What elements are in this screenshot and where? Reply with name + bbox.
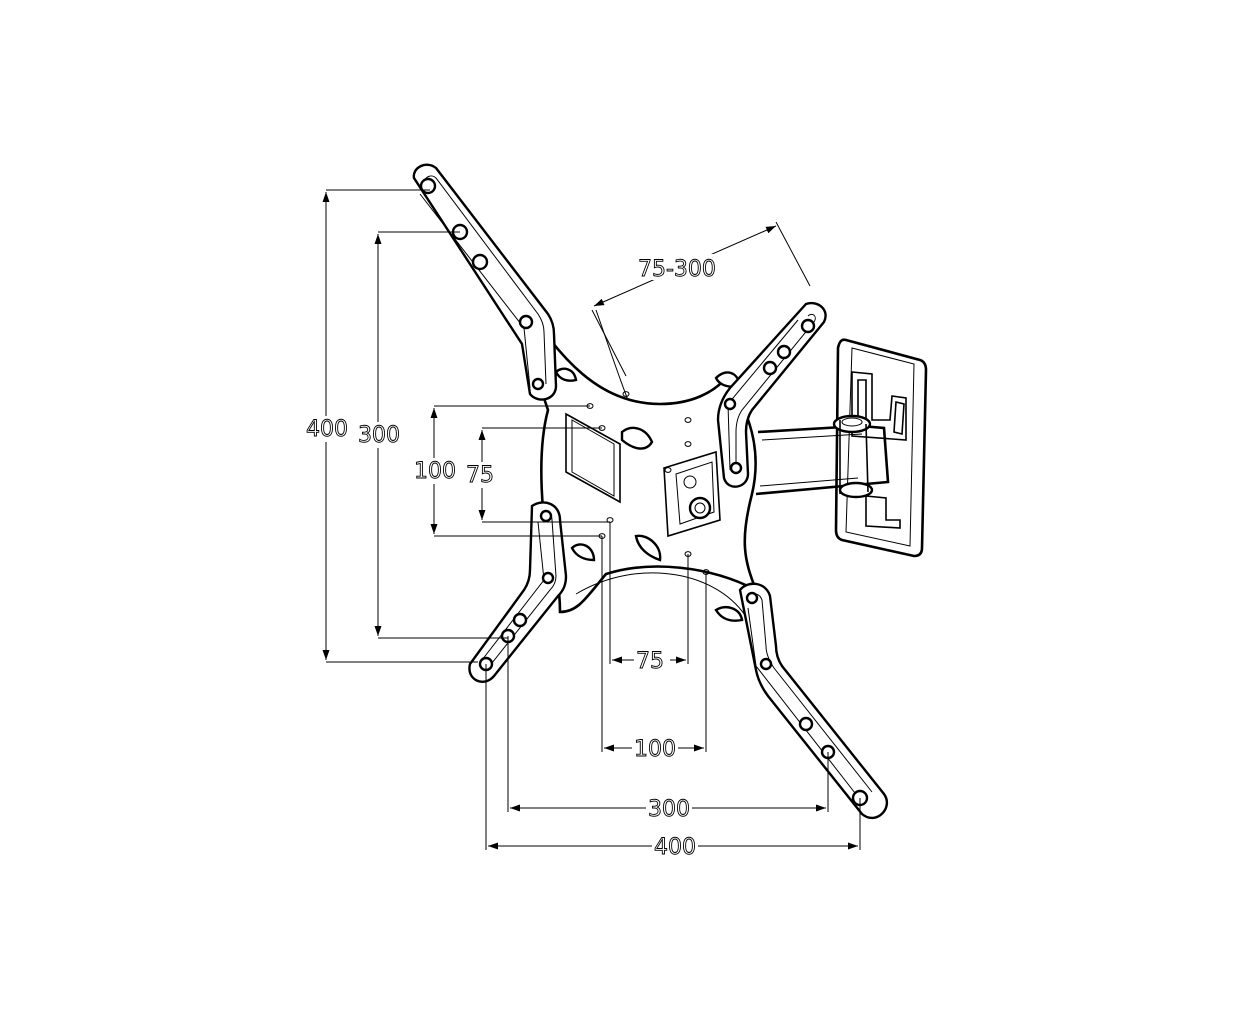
arm-bottom-right	[738, 582, 888, 820]
dim-label-left-outer: 400	[306, 417, 348, 442]
dim-label-bottom-large-outer: 400	[654, 835, 696, 860]
dim-label-diagonal: 75-300	[638, 257, 716, 282]
arm-top-left	[412, 163, 558, 401]
wall-plate	[834, 338, 928, 558]
dim-label-mid-outer: 100	[414, 459, 456, 484]
dimension-lines: 75-300 400 300 100 75 75 100 300 400	[304, 189, 861, 860]
arm-bottom-left	[468, 501, 568, 683]
dim-label-left-inner: 300	[358, 423, 400, 448]
vesa-holes	[586, 391, 710, 575]
dim-label-bottom-small-inner: 75	[636, 649, 664, 674]
dim-label-bottom-small-outer: 100	[634, 737, 676, 762]
arm-top-right	[716, 301, 827, 488]
swing-arm	[755, 414, 890, 499]
dim-label-mid-inner: 75	[466, 463, 494, 488]
dim-label-bottom-large-inner: 300	[648, 797, 690, 822]
